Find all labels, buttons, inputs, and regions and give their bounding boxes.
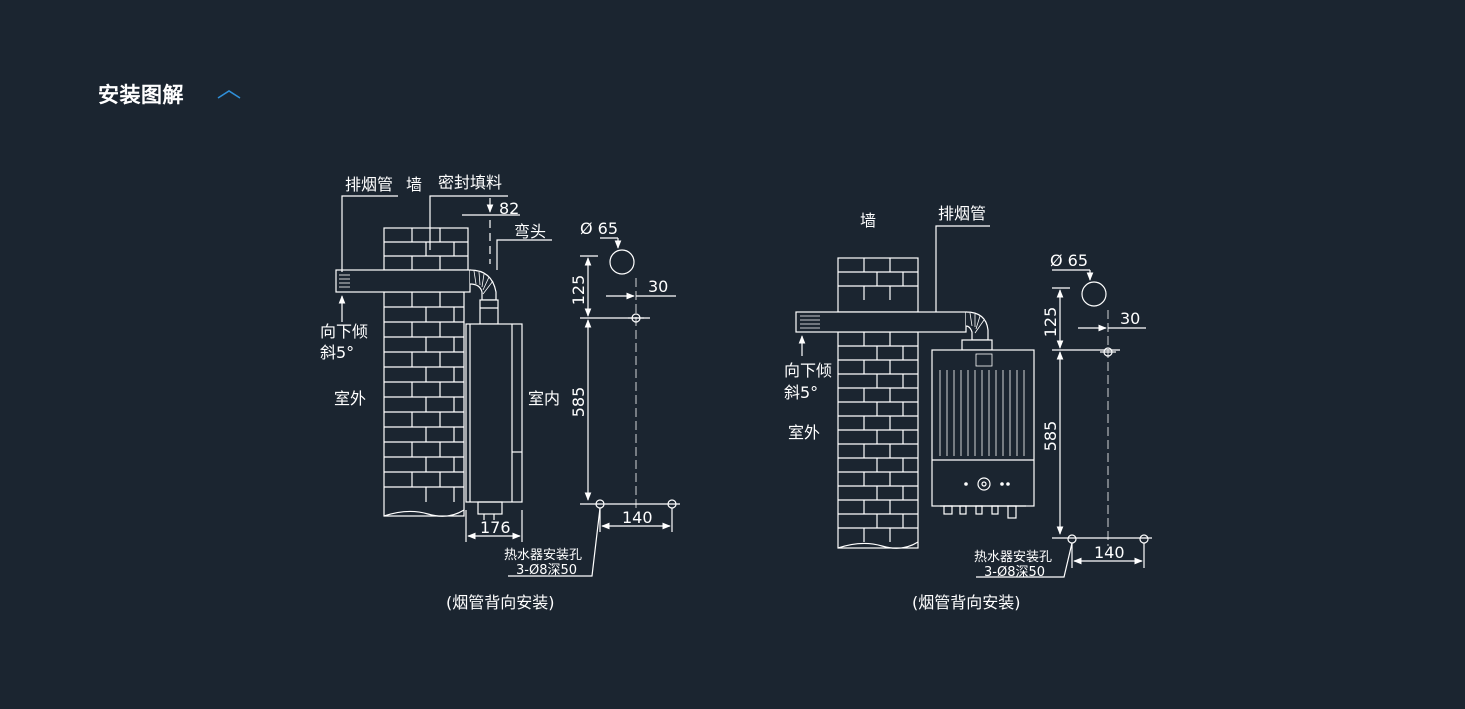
left-heater-body — [465, 323, 523, 503]
right-label-slope-1: 向下倾 — [784, 361, 832, 380]
left-elbow — [469, 269, 497, 301]
left-label-seal: 密封填料 — [438, 173, 502, 192]
left-caption: (烟管背向安装) — [446, 593, 555, 612]
right-brick-wall — [837, 257, 919, 549]
left-dim-82: 82 — [499, 199, 519, 218]
collapse-toggle-button[interactable] — [214, 84, 244, 104]
left-dim-125: 125 — [569, 275, 588, 306]
right-dim-30: 30 — [1120, 309, 1140, 328]
right-dim-140: 140 — [1094, 543, 1125, 562]
right-flue-pipe — [795, 311, 967, 333]
right-label-outdoor: 室外 — [788, 423, 820, 442]
right-dim-125: 125 — [1041, 307, 1060, 338]
right-label-slope-2: 斜5° — [784, 383, 818, 402]
left-flue-vent-dots — [339, 274, 350, 288]
right-label-holes-1: 热水器安装孔 — [974, 550, 1052, 565]
left-heater-fittings — [477, 501, 503, 515]
diagram-left — [335, 195, 680, 577]
left-brick-wall — [383, 227, 469, 517]
left-label-slope-1: 向下倾 — [320, 322, 368, 341]
left-dim-phi65: Ø 65 — [580, 219, 618, 238]
left-dim-140: 140 — [622, 508, 653, 527]
left-label-slope-2: 斜5° — [320, 343, 354, 362]
right-caption: (烟管背向安装) — [912, 593, 1021, 612]
left-label-wall: 墙 — [406, 175, 422, 194]
left-dim-585: 585 — [569, 387, 588, 418]
right-dim-phi65: Ø 65 — [1050, 251, 1088, 270]
right-flue-hole-circle — [1081, 281, 1107, 307]
diagram-right — [795, 225, 1152, 578]
right-label-holes-2: 3-Ø8深50 — [984, 565, 1045, 580]
left-pipe-connector — [479, 299, 499, 325]
right-dim-585: 585 — [1041, 421, 1060, 452]
left-label-outdoor: 室外 — [334, 389, 366, 408]
section-title: 安装图解 — [98, 83, 184, 107]
right-label-flue: 排烟管 — [938, 204, 986, 223]
right-label-wall: 墙 — [860, 211, 876, 230]
left-label-indoor: 室内 — [528, 389, 560, 408]
left-dim-176: 176 — [480, 518, 511, 537]
left-label-holes-1: 热水器安装孔 — [504, 548, 582, 563]
chevron-up-icon — [217, 90, 241, 99]
section-header: 安装图解 — [98, 78, 244, 110]
left-flue-pipe — [335, 269, 471, 293]
left-label-elbow: 弯头 — [514, 222, 546, 241]
left-label-holes-2: 3-Ø8深50 — [516, 563, 577, 578]
left-label-flue: 排烟管 — [345, 175, 393, 194]
diagram-left-labels: 排烟管 墙 密封填料 82 弯头 Ø 65 30 125 585 向下倾 斜5°… — [320, 173, 668, 612]
left-flue-hole-circle — [609, 249, 635, 275]
diagram-right-labels: 墙 排烟管 Ø 65 30 125 585 向下倾 斜5° 室外 140 热水器… — [784, 204, 1140, 612]
left-dim-30: 30 — [648, 277, 668, 296]
